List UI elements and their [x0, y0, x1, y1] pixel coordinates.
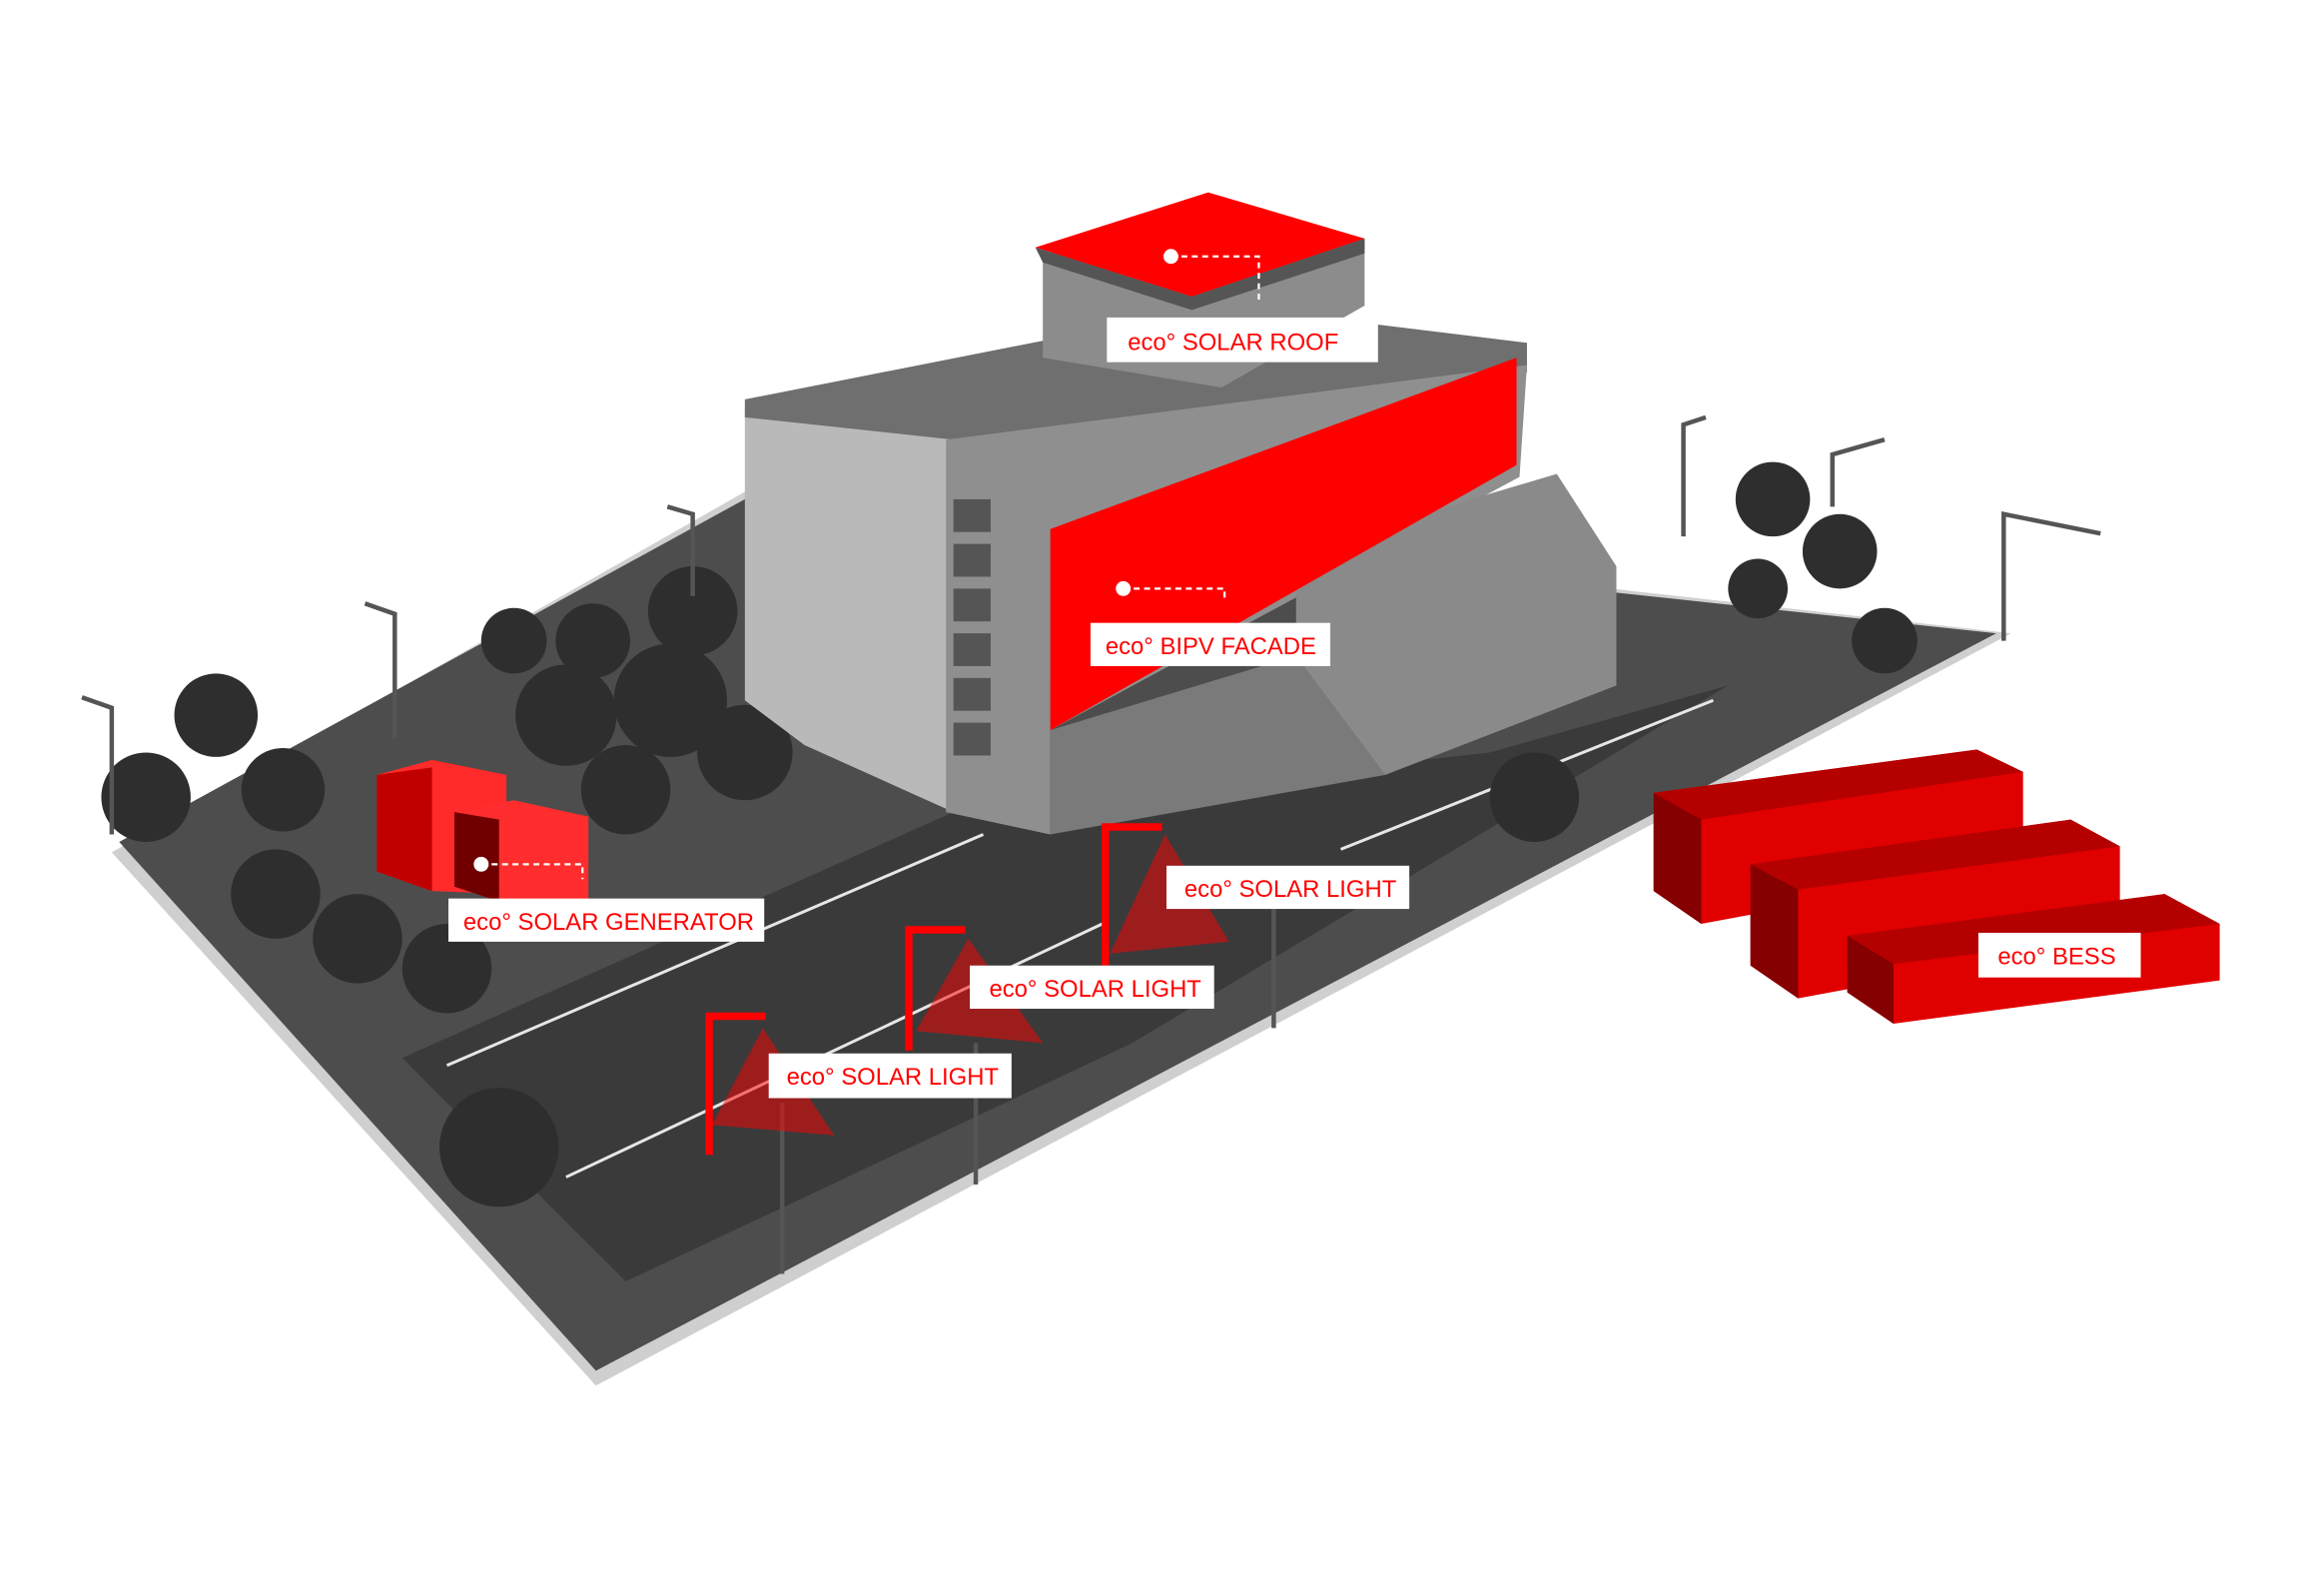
label-solar-light-3: eco° SOLAR LIGHT: [768, 1053, 1012, 1099]
label-solar-light-1: eco° SOLAR LIGHT: [1165, 865, 1410, 910]
label-bess: eco° BESS: [1977, 932, 2141, 978]
bess-containers: [1653, 749, 2220, 1024]
solar-roof-edge: [1035, 238, 1365, 311]
callout-dots: [473, 249, 1178, 872]
label-solar-roof: eco° SOLAR ROOF: [1107, 317, 1378, 363]
label-solar-light-2: eco° SOLAR LIGHT: [970, 965, 1214, 1010]
label-bipv-facade: eco° BIPV FACADE: [1090, 622, 1331, 666]
trees: [101, 461, 1918, 1207]
label-solar-light-2-text: eco° SOLAR LIGHT: [989, 976, 1201, 1003]
label-bess-text: eco° BESS: [1997, 943, 2115, 970]
label-bipv-facade-text: eco° BIPV FACADE: [1106, 633, 1316, 660]
label-solar-roof-text: eco° SOLAR ROOF: [1128, 330, 1338, 357]
label-solar-generator: eco° SOLAR GENERATOR: [447, 898, 765, 942]
label-solar-light-3-text: eco° SOLAR LIGHT: [787, 1064, 1000, 1091]
label-solar-generator-text: eco° SOLAR GENERATOR: [463, 909, 754, 936]
solar-generator-unit: [377, 759, 589, 902]
lamp-posts: [81, 414, 2101, 1274]
solar-roof-panel: [1035, 192, 1365, 298]
label-solar-light-1-text: eco° SOLAR LIGHT: [1184, 876, 1397, 903]
